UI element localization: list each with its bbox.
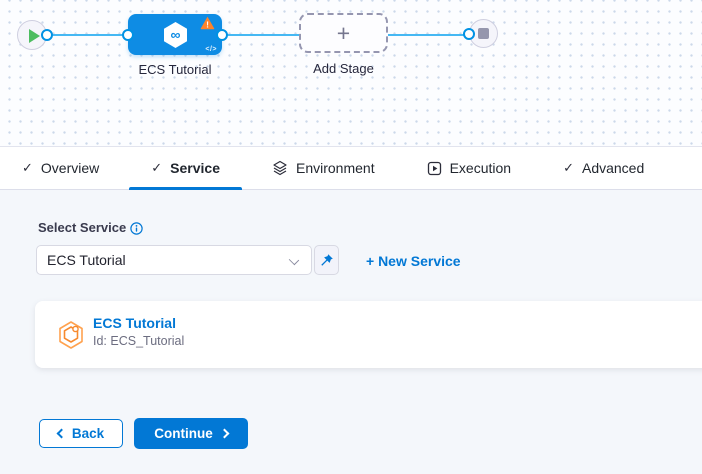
pipeline-canvas[interactable]: ∞ ! </> ECS Tutorial + Add Stage: [0, 0, 702, 147]
stage-tabbar: ✓ Overview ✓ Service Environment Executi…: [0, 147, 702, 190]
end-node-port: [463, 28, 475, 40]
svg-text:!: !: [206, 20, 209, 30]
service-card[interactable]: ECS Tutorial Id: ECS_Tutorial: [35, 301, 702, 368]
play-box-icon: [427, 161, 441, 175]
stage-right-port: [216, 29, 228, 41]
continue-button-label: Continue: [154, 426, 213, 441]
tab-execution[interactable]: Execution: [405, 147, 533, 189]
service-select[interactable]: ECS Tutorial: [36, 245, 312, 275]
code-icon: </>: [205, 46, 217, 53]
connector-stage-to-addstage: [228, 34, 299, 36]
svg-text:∞: ∞: [171, 27, 181, 43]
start-node-port: [41, 29, 53, 41]
check-icon: ✓: [151, 160, 163, 175]
stage-left-port: [122, 29, 134, 41]
add-stage-label: Add Stage: [313, 61, 374, 76]
continue-button[interactable]: Continue: [134, 418, 248, 449]
play-icon: [29, 29, 40, 43]
tab-environment[interactable]: Environment: [250, 147, 397, 189]
check-icon: ✓: [22, 160, 33, 175]
tab-label: Environment: [296, 160, 375, 176]
plus-icon: +: [336, 19, 351, 46]
service-select-value: ECS Tutorial: [47, 252, 126, 268]
service-hexagon-icon: [59, 321, 83, 349]
harness-stage-icon: ∞: [164, 22, 187, 48]
layers-icon: [273, 160, 287, 176]
pin-icon: [320, 254, 333, 266]
service-card-title: ECS Tutorial: [93, 315, 176, 331]
tab-label: Service: [170, 160, 220, 176]
stop-icon: [478, 28, 489, 39]
service-card-id: Id: ECS_Tutorial: [93, 334, 185, 348]
pin-button[interactable]: [314, 245, 339, 275]
new-service-button[interactable]: + New Service: [366, 253, 461, 269]
warning-icon: !: [200, 16, 215, 30]
connector-addstage-to-end: [388, 34, 464, 36]
tab-service[interactable]: ✓ Service: [129, 147, 242, 190]
info-icon[interactable]: [130, 222, 143, 235]
stage-node-ecs-tutorial[interactable]: ∞ ! </>: [128, 14, 222, 55]
select-service-label: Select Service: [38, 220, 127, 235]
tab-label: Overview: [40, 160, 100, 176]
tab-label: Advanced: [581, 160, 645, 176]
back-button-label: Back: [71, 426, 105, 441]
check-icon: ✓: [563, 160, 574, 175]
tab-label: Execution: [449, 160, 512, 176]
back-button[interactable]: Back: [39, 419, 123, 448]
tab-advanced[interactable]: ✓ Advanced: [541, 147, 666, 189]
connector-start-to-stage: [53, 34, 122, 36]
chevron-left-icon: [56, 428, 67, 439]
add-stage-button[interactable]: +: [299, 13, 388, 53]
chevron-right-icon: [219, 428, 230, 439]
chevron-down-icon: [288, 254, 300, 266]
stage-name-label: ECS Tutorial: [138, 62, 212, 77]
tab-overview[interactable]: ✓ Overview: [0, 147, 121, 189]
